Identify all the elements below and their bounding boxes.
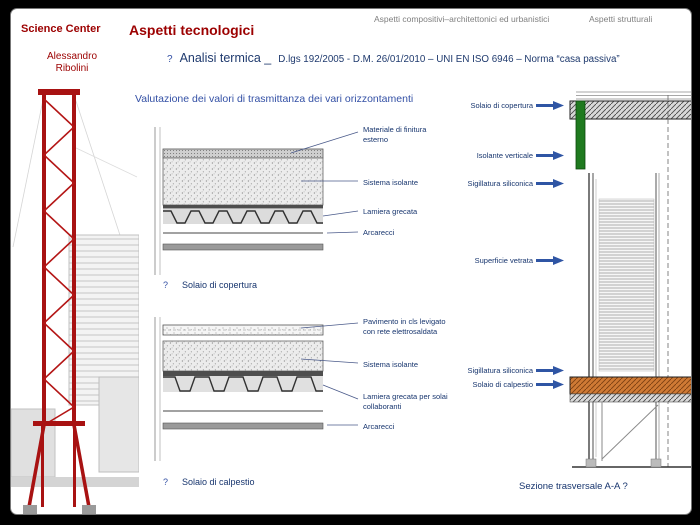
floor-assembly-drawing (154, 317, 359, 461)
tower-rendering-image (11, 89, 139, 514)
nav-aspetti-compositivi[interactable]: Aspetti compositivi–architettonici ed ur… (374, 14, 550, 24)
bullet-glyph: ? (163, 280, 169, 290)
arrow-right-icon (536, 380, 564, 389)
label-lamiera-collaborante: Lamiera grecata per solai collaboranti (363, 392, 448, 411)
slide-subtitle: ? Analisi termica _ D.lgs 192/2005 - D.M… (167, 51, 620, 65)
label-text: Sigillatura siliconica (467, 366, 533, 375)
page-title: Aspetti tecnologici (129, 22, 255, 38)
roof-assembly-drawing (154, 127, 359, 275)
bullet-glyph: ? (167, 54, 173, 65)
caption-solaio-copertura: ? Solaio di copertura (163, 280, 257, 290)
arrow-right-icon (536, 256, 564, 265)
label-solaio-copertura-section: Solaio di copertura (470, 101, 564, 110)
label-arcarecci-floor: Arcarecci (363, 422, 395, 431)
arrow-right-icon (536, 101, 564, 110)
arrow-right-icon (536, 179, 564, 188)
label-sigillatura-top: Sigillatura siliconica (468, 179, 564, 188)
caption-sezione-trasversale: Sezione trasversale A-A ? (519, 481, 628, 492)
label-materiale-finitura: Materiale di finitura esterno (363, 125, 427, 144)
author-name: Alessandro Ribolini (46, 51, 98, 74)
arrow-right-icon (536, 366, 564, 375)
label-text: Isolante verticale (476, 151, 533, 160)
caption-solaio-calpestio: ? Solaio di calpestio (163, 477, 255, 487)
subtitle-emphasis: Analisi termica _ (179, 51, 272, 65)
label-sistema-isolante-floor: Sistema isolante (363, 360, 419, 369)
label-lamiera-grecata: Lamiera grecata (363, 207, 418, 216)
label-text: Superficie vetrata (474, 256, 533, 265)
label-arcarecci-roof: Arcarecci (363, 228, 395, 237)
label-text: Solaio di calpestio (472, 380, 533, 389)
section-title: Valutazione dei valori di trasmittanza d… (135, 93, 414, 105)
caption-text: Solaio di calpestio (182, 477, 255, 487)
subtitle-norms: D.lgs 192/2005 - D.M. 26/01/2010 – UNI E… (278, 54, 620, 65)
cross-section-drawing (569, 91, 691, 468)
label-text: Sigillatura siliconica (467, 179, 533, 188)
label-sigillatura-bottom: Sigillatura siliconica (468, 366, 564, 375)
vertical-insulation-strip (575, 100, 586, 170)
nav-aspetti-strutturali[interactable]: Aspetti strutturali (589, 14, 653, 24)
label-sistema-isolante-roof: Sistema isolante (363, 178, 419, 187)
label-text: Solaio di copertura (470, 101, 533, 110)
label-superficie-vetrata: Superficie vetrata (475, 256, 564, 265)
arrow-right-icon (536, 151, 564, 160)
brand-science-center: Science Center (21, 23, 101, 35)
floor-slab-section (569, 376, 691, 395)
bullet-glyph: ? (163, 477, 169, 487)
label-pavimento-cls: Pavimento in cls levigato con rete elett… (363, 317, 446, 336)
caption-text: Solaio di copertura (182, 280, 258, 290)
label-isolante-verticale: Isolante verticale (477, 151, 564, 160)
presentation-slide: Aspetti compositivi–architettonici ed ur… (10, 8, 692, 515)
label-solaio-calpestio-section: Solaio di calpestio (473, 380, 564, 389)
